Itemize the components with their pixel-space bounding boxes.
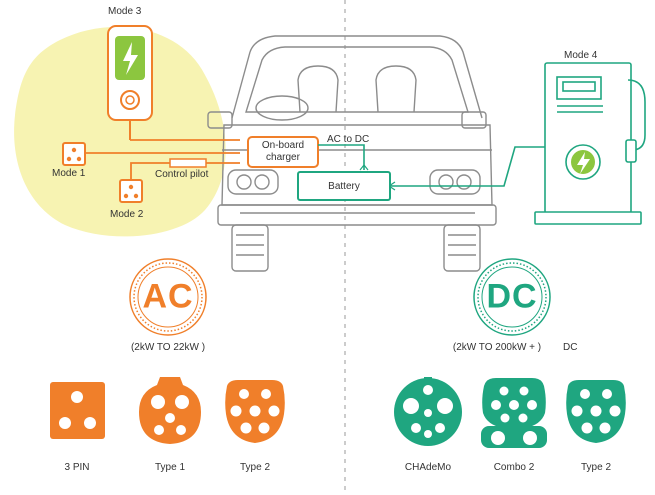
type1-connector-icon (139, 377, 201, 444)
ac-to-dc-label: AC to DC (327, 134, 370, 145)
control-pilot-label: Control pilot (155, 169, 209, 180)
dc-power-range: (2kW TO 200kW + ) (452, 342, 542, 353)
mode2-label: Mode 2 (110, 209, 144, 220)
battery-label: Battery (328, 181, 360, 192)
connector-label: Type 2 (580, 462, 612, 473)
connector-label: Combo 2 (493, 462, 535, 473)
type2-dc-connector-icon (566, 380, 626, 443)
ac-cables (85, 139, 240, 180)
three-pin-plug-icon (50, 382, 105, 439)
dc-badge-text: DC (486, 277, 538, 316)
connector-label: 3 PIN (64, 462, 90, 473)
dc-power-suffix: DC (563, 342, 578, 353)
dc-badge-ring (473, 258, 551, 336)
mode4-label: Mode 4 (564, 50, 598, 61)
control-pilot-box (169, 158, 207, 168)
bolt-icon (577, 152, 590, 174)
wallbox-charger-icon (107, 25, 153, 140)
chademo-connector-icon (394, 377, 462, 446)
dc-fast-charger-icon (534, 62, 646, 225)
connector-label: Type 2 (239, 462, 271, 473)
ac-badge-ring (129, 258, 207, 336)
mode1-socket-icon (62, 142, 86, 166)
onboard-charger-line2: charger (266, 152, 300, 163)
mode1-label: Mode 1 (52, 168, 86, 179)
battery-box (297, 171, 391, 201)
ac-mode-highlight (14, 26, 226, 237)
connector-label: Type 1 (154, 462, 186, 473)
car-outline-icon (207, 35, 497, 272)
onboard-charger-label: On-board charger (262, 140, 304, 164)
type2-connector-icon (225, 380, 285, 443)
onboard-charger-box (247, 136, 319, 168)
ac-badge-text: AC (142, 277, 194, 316)
onboard-charger-line1: On-board (261, 140, 305, 151)
mode3-label: Mode 3 (108, 6, 142, 17)
combo2-connector-icon (481, 378, 547, 448)
ac-power-range: (2kW TO 22kW ) (130, 342, 206, 353)
mode2-socket-icon (119, 179, 143, 203)
connector-label: CHAdeMo (404, 462, 452, 473)
